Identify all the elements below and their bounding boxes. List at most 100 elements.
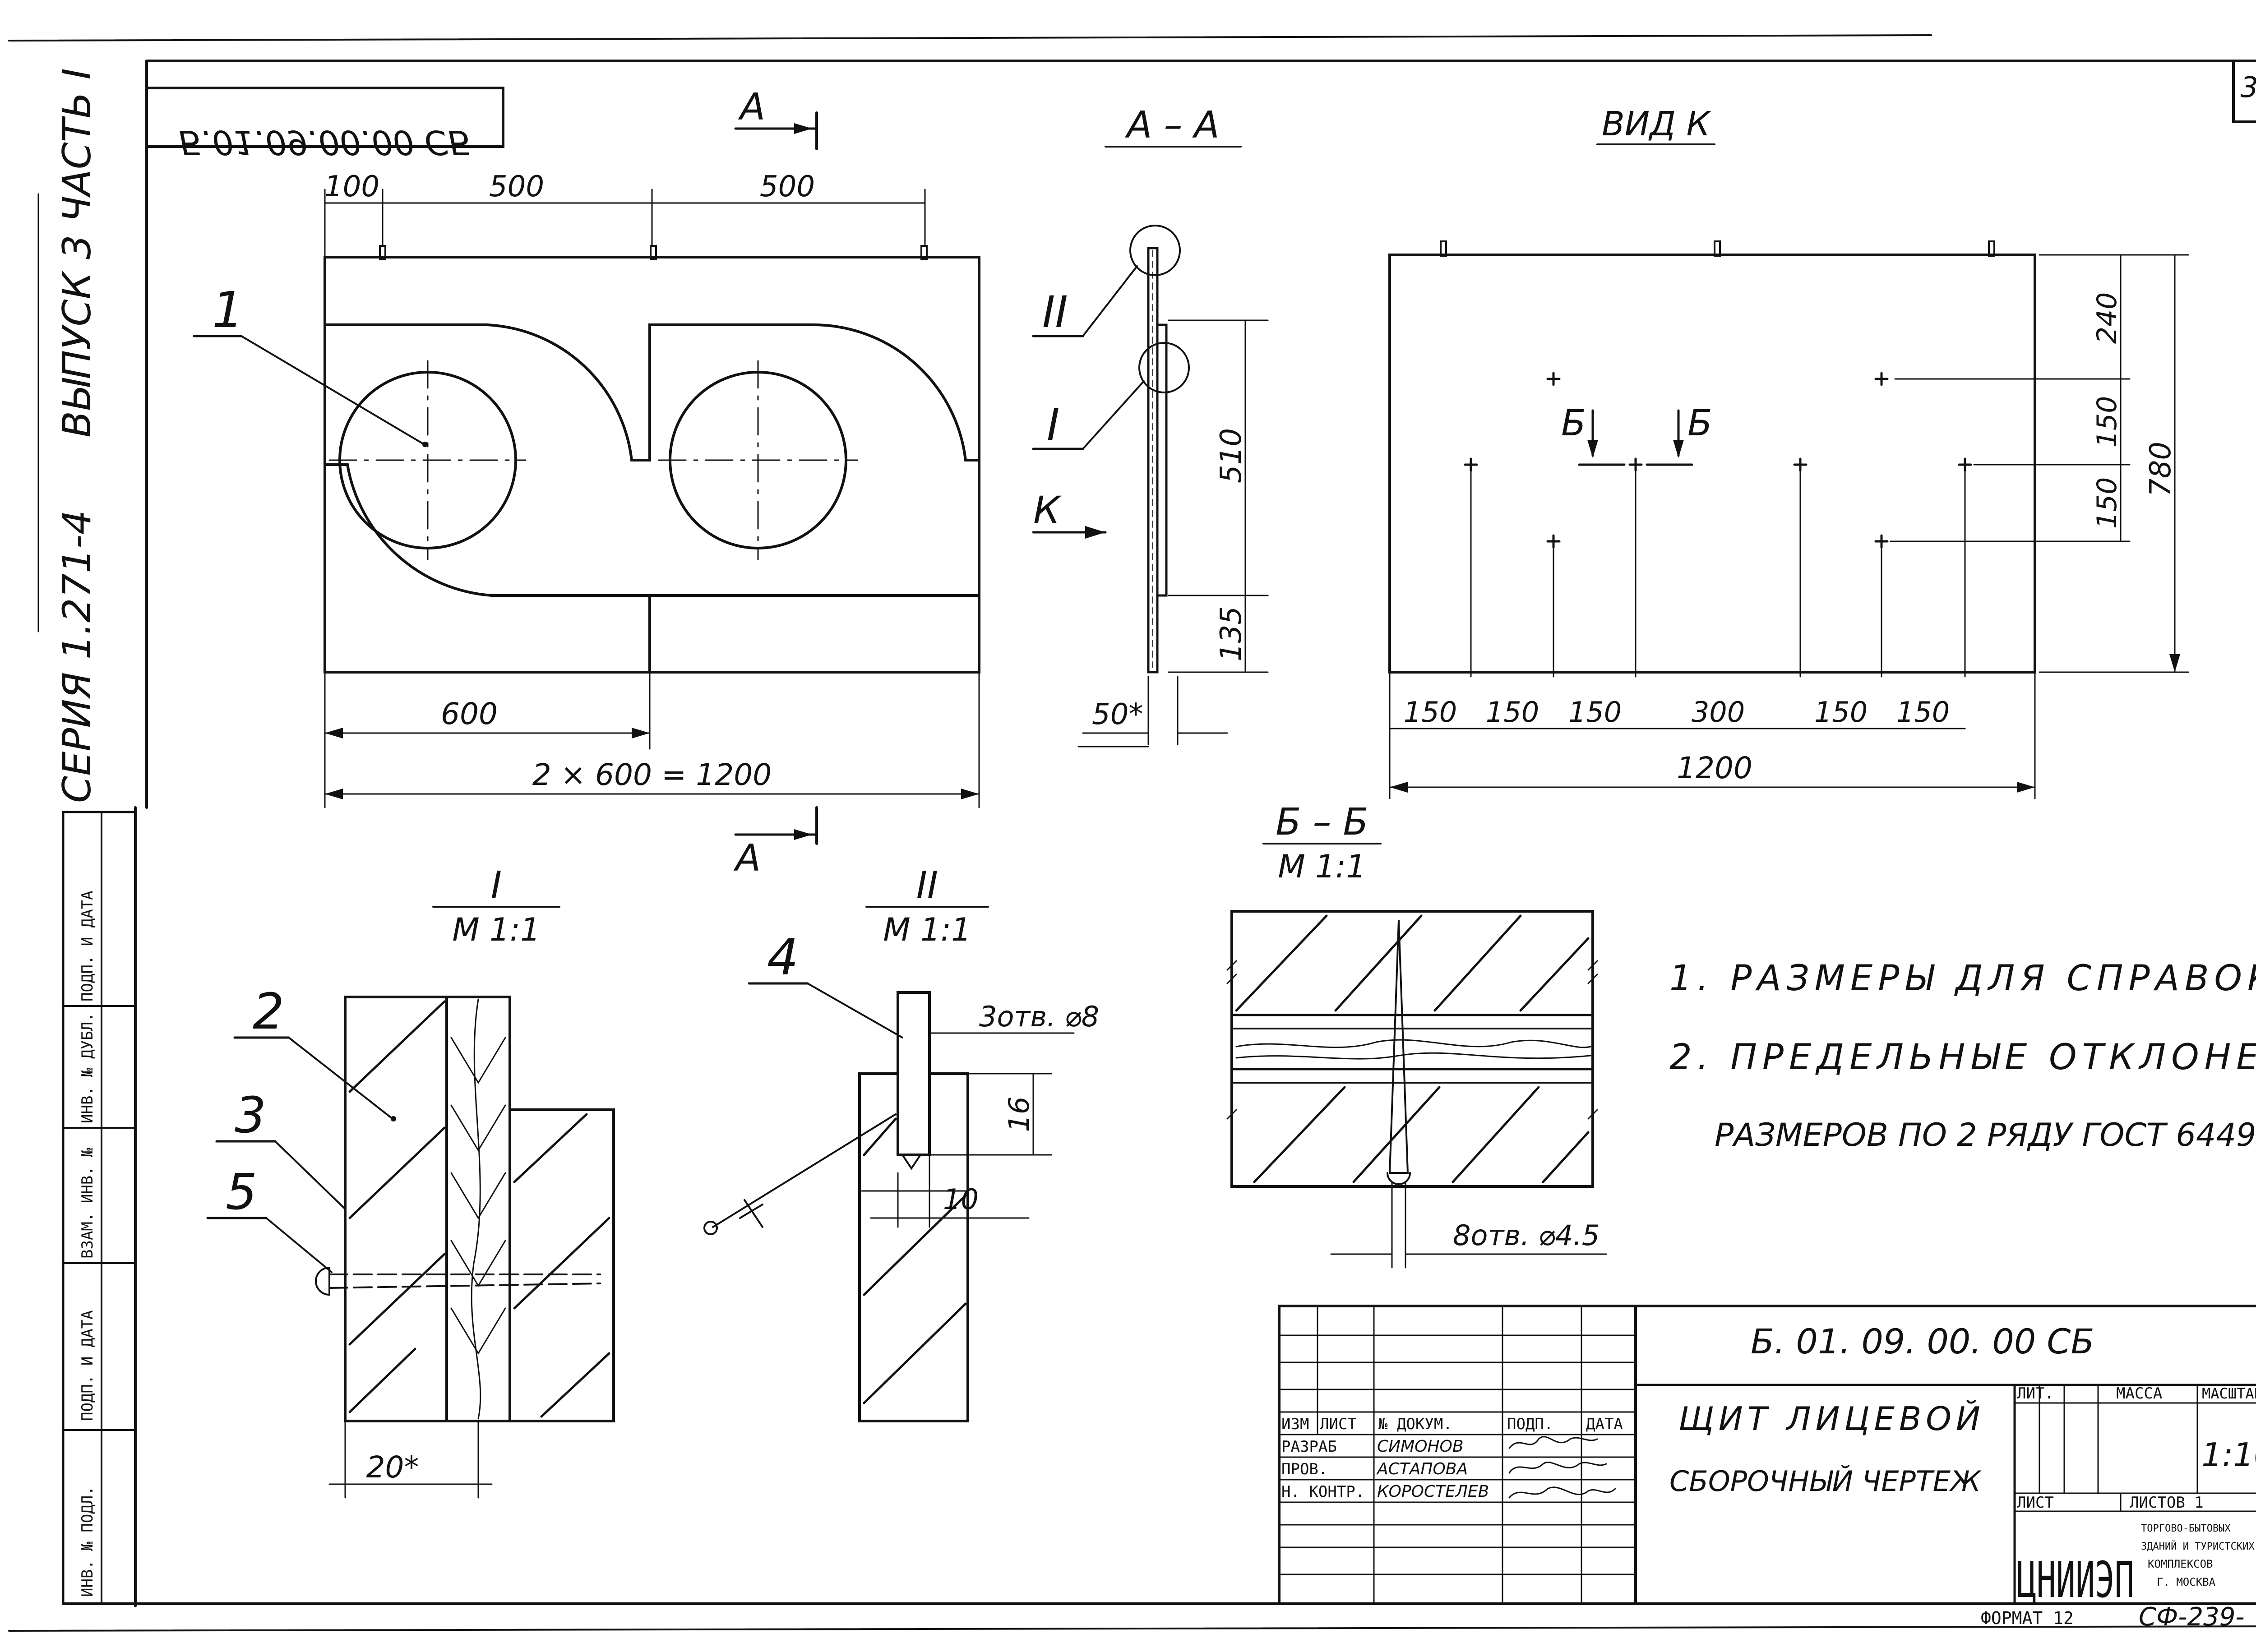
- title-line-1: ЩИТ ЛИЦЕВОЙ: [1678, 1400, 1985, 1438]
- svg-text:16: 16: [1003, 1097, 1036, 1132]
- svg-text:510: 510: [1215, 428, 1248, 483]
- view-k: ВИД К: [1388, 105, 2189, 799]
- svg-text:135: 135: [1215, 606, 1248, 661]
- front-dimensions: 100 500 500 600 2 × 600 = 1200: [324, 170, 980, 808]
- sheet-code: СФ-239-: [2139, 1602, 2245, 1632]
- format-label: ФОРМАТ 12: [1981, 1608, 2074, 1628]
- svg-text:ПРОВ.: ПРОВ.: [1281, 1460, 1327, 1478]
- svg-text:КОРОСТЕЛЕВ: КОРОСТЕЛЕВ: [1377, 1482, 1489, 1501]
- svg-text:Б: Б: [1561, 402, 1586, 444]
- pos-2: 2: [253, 983, 284, 1040]
- pos-4: 4: [767, 928, 799, 986]
- svg-text:ИЗМ: ИЗМ: [1281, 1415, 1309, 1433]
- title-line-2: СБОРОЧНЫЙ ЧЕРТЕЖ: [1669, 1464, 1982, 1498]
- svg-text:ПОДП. И ДАТА: ПОДП. И ДАТА: [79, 891, 97, 1001]
- svg-text:ТОРГОВО-БЫТОВЫХ: ТОРГОВО-БЫТОВЫХ: [2141, 1523, 2231, 1534]
- view-k-title: ВИД К: [1602, 105, 1711, 143]
- svg-text:150: 150: [1486, 696, 1539, 729]
- svg-text:150: 150: [2091, 396, 2123, 448]
- front-view: 1: [193, 245, 980, 674]
- section-aa: А – А 510 135 50* II I К: [1032, 104, 1269, 748]
- svg-text:А: А: [733, 837, 761, 880]
- svg-text:М 1:1: М 1:1: [883, 911, 971, 948]
- detail-1: I М 1:1 20* 2: [206, 864, 615, 1499]
- svg-text:ЗДАНИЙ И ТУРИСТСКИХ: ЗДАНИЙ И ТУРИСТСКИХ: [2141, 1541, 2255, 1552]
- svg-text:АСТАПОВА: АСТАПОВА: [1376, 1460, 1468, 1478]
- svg-text:ВЗАМ. ИНВ. №: ВЗАМ. ИНВ. №: [79, 1148, 97, 1259]
- section-aa-title: А – А: [1124, 104, 1219, 147]
- svg-text:ЛИСТ: ЛИСТ: [2017, 1494, 2054, 1512]
- note-1: 1. РАЗМЕРЫ ДЛЯ СПРАВОК.: [1669, 958, 2256, 999]
- svg-text:ЛИТ.: ЛИТ.: [2017, 1384, 2054, 1403]
- svg-text:II: II: [916, 864, 938, 907]
- pos-1: 1: [212, 281, 244, 339]
- cut-a-markers: А А: [733, 86, 818, 880]
- svg-text:ЛИСТ: ЛИСТ: [1320, 1415, 1357, 1433]
- svg-text:Б – Б: Б – Б: [1276, 801, 1368, 844]
- svg-text:№ ДОКУМ.: № ДОКУМ.: [1378, 1415, 1452, 1433]
- svg-text:А: А: [738, 86, 765, 129]
- signatures: [1508, 1436, 1616, 1499]
- pos-3: 3: [235, 1086, 266, 1144]
- svg-text:100: 100: [324, 170, 379, 203]
- pos-5: 5: [226, 1163, 257, 1221]
- svg-text:10: 10: [943, 1183, 979, 1216]
- svg-text:МАСШТАБ: МАСШТАБ: [2202, 1385, 2256, 1402]
- mirrored-code-box: Б.01.09.00.00 СБ: [145, 87, 504, 162]
- svg-text:50*: 50*: [1092, 698, 1143, 731]
- series-label: СЕРИЯ 1.271-4: [55, 510, 100, 803]
- svg-text:СИМОНОВ: СИМОНОВ: [1377, 1437, 1464, 1456]
- svg-text:3отв. ⌀8: 3отв. ⌀8: [979, 1000, 1099, 1033]
- callout-1: I: [1047, 400, 1059, 450]
- svg-text:Б: Б: [1687, 402, 1712, 444]
- section-bb: Б – Б М 1:1 8отв. ⌀4.5: [1226, 801, 1607, 1269]
- svg-text:300: 300: [1692, 696, 1745, 729]
- svg-text:150: 150: [2091, 477, 2123, 529]
- scale-value: 1:10: [2201, 1436, 2256, 1474]
- svg-text:1200: 1200: [1677, 751, 1752, 785]
- org-logo: ЦНИИЭП: [2017, 1551, 2134, 1609]
- svg-text:ИНВ. № ПОДЛ.: ИНВ. № ПОДЛ.: [79, 1486, 97, 1597]
- svg-text:600: 600: [441, 697, 498, 731]
- svg-text:150: 150: [1896, 696, 1950, 729]
- svg-text:ПОДП. И ДАТА: ПОДП. И ДАТА: [79, 1310, 97, 1421]
- page-number: 33: [2241, 71, 2256, 104]
- sheet-footer: ФОРМАТ 12 СФ-239-: [1981, 1602, 2245, 1632]
- left-stamp-strip: ИНВ. № ПОДЛ. ПОДП. И ДАТА ВЗАМ. ИНВ. № И…: [62, 811, 137, 1605]
- svg-text:ИНВ. № ДУБЛ.: ИНВ. № ДУБЛ.: [79, 1012, 97, 1123]
- note-2: 2. ПРЕДЕЛЬНЫЕ ОТКЛОНЕНИЯ: [1669, 1037, 2256, 1078]
- svg-text:150: 150: [1814, 696, 1868, 729]
- svg-text:240: 240: [2091, 292, 2123, 344]
- svg-text:500: 500: [760, 170, 815, 203]
- svg-text:780: 780: [2144, 442, 2177, 497]
- mirrored-code: Б.01.09.00.00 СБ: [179, 123, 471, 162]
- svg-text:Н. КОНТР.: Н. КОНТР.: [1281, 1483, 1364, 1501]
- svg-text:МАССА: МАССА: [2116, 1384, 2162, 1403]
- note-2-cont: РАЗМЕРОВ ПО 2 РЯДУ ГОСТ 6449-53.: [1715, 1117, 2256, 1154]
- svg-text:150: 150: [1404, 696, 1457, 729]
- view-k-arrow-label: К: [1033, 488, 1062, 532]
- svg-text:ДАТА: ДАТА: [1586, 1415, 1623, 1433]
- side-labels: СЕРИЯ 1.271-4 ВЫПУСК 3 ЧАСТЬ I: [55, 68, 100, 803]
- svg-text:РАЗРАБ: РАЗРАБ: [1281, 1438, 1337, 1456]
- svg-text:2 × 600 = 1200: 2 × 600 = 1200: [532, 757, 772, 792]
- svg-text:20*: 20*: [366, 1450, 419, 1485]
- issue-label: ВЫПУСК 3 ЧАСТЬ I: [55, 68, 100, 438]
- svg-text:Г. МОСКВА: Г. МОСКВА: [2157, 1576, 2216, 1588]
- svg-text:150: 150: [1568, 696, 1622, 729]
- doc-code: Б. 01. 09. 00. 00 СБ: [1751, 1321, 2094, 1361]
- svg-text:М 1:1: М 1:1: [1278, 848, 1366, 885]
- callout-2: II: [1042, 287, 1068, 337]
- page-number-box: 33: [2232, 60, 2256, 123]
- notes: 1. РАЗМЕРЫ ДЛЯ СПРАВОК. 2. ПРЕДЕЛЬНЫЕ ОТ…: [1669, 958, 2256, 1154]
- svg-text:ПОДП.: ПОДП.: [1507, 1415, 1553, 1433]
- svg-text:ЛИСТОВ 1: ЛИСТОВ 1: [2130, 1494, 2204, 1512]
- svg-text:I: I: [491, 864, 502, 907]
- svg-text:КОМПЛЕКСОВ: КОМПЛЕКСОВ: [2148, 1558, 2213, 1570]
- svg-text:М 1:1: М 1:1: [452, 911, 540, 948]
- svg-text:500: 500: [489, 170, 544, 203]
- svg-text:8отв. ⌀4.5: 8отв. ⌀4.5: [1453, 1219, 1600, 1252]
- title-block: ИЗМ ЛИСТ № ДОКУМ. ПОДП. ДАТА РАЗРАБ ПРОВ…: [1278, 1305, 2256, 1609]
- detail-2: II М 1:1 3отв. ⌀8 16 10 4: [703, 864, 1099, 1422]
